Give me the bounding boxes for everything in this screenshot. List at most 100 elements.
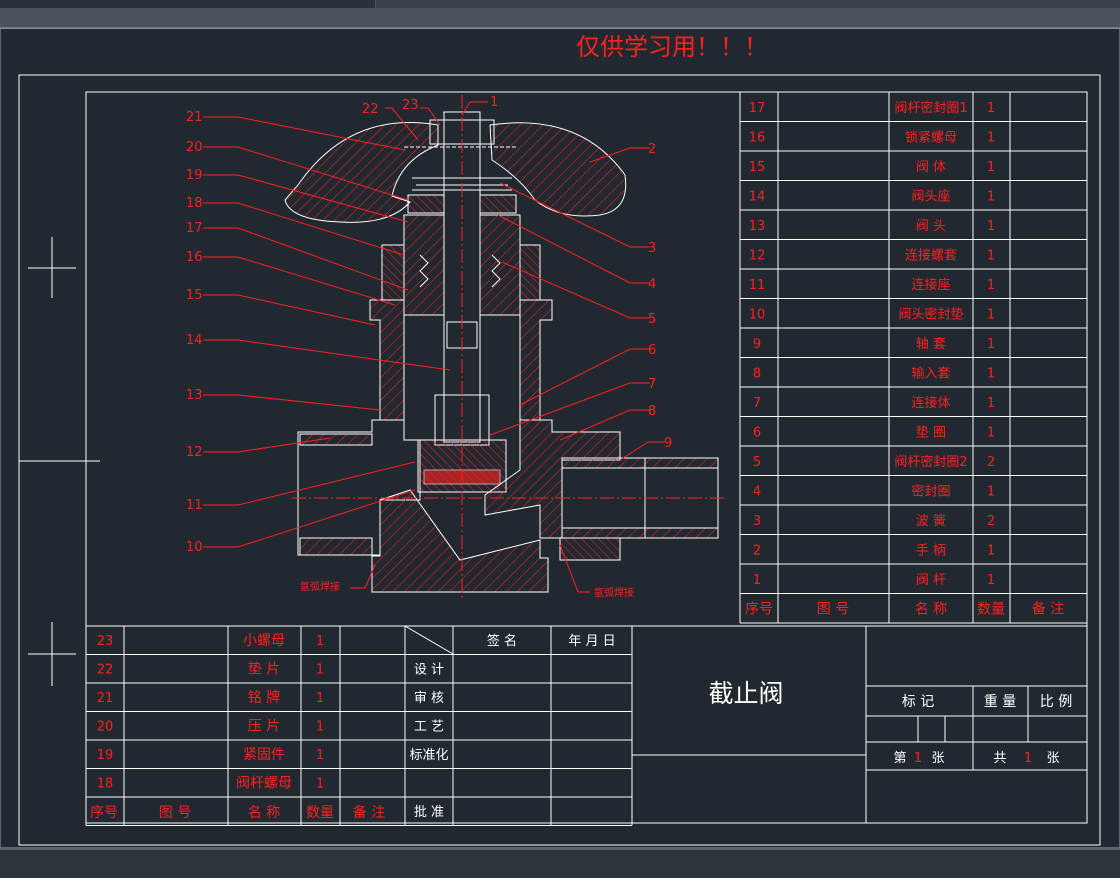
part-quantity: 2: [987, 514, 995, 529]
part-number: 11: [749, 278, 766, 293]
handwheel-right: [489, 122, 627, 217]
total-number: 1: [1024, 751, 1032, 766]
part-number: 18: [97, 777, 114, 792]
part-name: 轴 套: [916, 336, 946, 352]
callout-number: 21: [186, 110, 203, 125]
part-number: 14: [749, 190, 766, 205]
part-quantity: 1: [316, 720, 324, 735]
part-quantity: 1: [316, 634, 324, 649]
part-quantity: 1: [987, 249, 995, 264]
weld-note: 氩弧焊接: [300, 580, 340, 593]
header-no: 序号: [90, 805, 118, 821]
total-unit: 张: [1046, 751, 1059, 766]
header-qty: 数量: [306, 805, 334, 821]
part-quantity: 1: [987, 278, 995, 293]
file-tab[interactable]: [235, 0, 376, 8]
part-number: 4: [753, 485, 761, 500]
callout-number: 19: [186, 168, 203, 183]
sign-row-label: 批 准: [414, 805, 444, 820]
callout-number: 2: [648, 142, 656, 157]
bonnet-left: [403, 214, 445, 316]
part-number: 22: [97, 663, 114, 678]
part-quantity: 1: [316, 748, 324, 763]
valve-section-view: [284, 95, 725, 600]
callout-number: 15: [186, 288, 203, 303]
part-name: 阀 杆: [916, 573, 946, 588]
bonnet-right: [479, 214, 521, 316]
part-number: 20: [97, 720, 114, 735]
part-number: 10: [749, 308, 766, 323]
weld-note: 氩弧焊接: [594, 586, 634, 599]
callout-leaders: [203, 101, 665, 593]
part-quantity: 1: [987, 131, 995, 146]
part-quantity: 2: [987, 455, 995, 470]
part-number: 3: [753, 514, 761, 529]
part-quantity: 1: [987, 544, 995, 559]
mark-label: 标 记: [902, 694, 934, 710]
callout-labels: 21 20 19 18 17 16 15 14 13 12 11 10 22 2…: [186, 95, 672, 599]
header-qty: 数量: [977, 602, 1005, 618]
part-quantity: 1: [316, 691, 324, 706]
part-name: 连接体: [911, 395, 950, 411]
part-number: 13: [749, 219, 766, 234]
part-number: 6: [753, 426, 761, 441]
part-quantity: 1: [987, 337, 995, 352]
drawing-title: 截止阀: [708, 679, 783, 708]
part-number: 7: [753, 396, 761, 411]
header-no: 序号: [745, 602, 773, 618]
signature-block: 签 名年 月 日设 计审 核工 艺标准化批 准: [404, 625, 633, 826]
part-name: 阀杆密封圈2: [894, 454, 967, 470]
sign-row-label: 设 计: [414, 663, 444, 678]
sign-row-label: 工 艺: [414, 720, 444, 735]
callout-number: 18: [186, 196, 203, 211]
total-label: 共: [993, 751, 1006, 766]
part-quantity: 1: [316, 663, 324, 678]
part-quantity: 1: [987, 485, 995, 500]
viewport-frame: [0, 27, 1120, 849]
part-name: 阀 体: [916, 160, 946, 175]
part-quantity: 1: [987, 573, 995, 588]
part-quantity: 1: [987, 308, 995, 323]
callout-number: 11: [186, 498, 203, 513]
status-bar: [0, 849, 1120, 878]
sign-header: 签 名: [487, 633, 517, 649]
scale-label: 比 例: [1040, 694, 1072, 710]
part-number: 17: [749, 101, 766, 116]
part-quantity: 1: [987, 396, 995, 411]
part-quantity: 1: [987, 190, 995, 205]
part-number: 1: [753, 573, 761, 588]
part-name: 密封圈: [911, 484, 950, 500]
callout-number: 14: [186, 333, 203, 348]
app-top-bar: [0, 0, 1120, 8]
part-name: 铭 牌: [248, 689, 280, 706]
handwheel-left: [284, 122, 439, 223]
part-number: 9: [753, 337, 761, 352]
part-number: 21: [97, 691, 114, 706]
watermark-text: 仅供学习用！！！: [576, 33, 768, 61]
part-name: 阀头座: [911, 190, 950, 205]
header-note: 备 注: [353, 804, 385, 821]
part-name: 压 片: [248, 719, 280, 735]
date-header: 年 月 日: [568, 634, 615, 649]
sheet-number: 1: [914, 751, 922, 766]
part-name: 手 柄: [916, 544, 946, 559]
callout-number: 4: [648, 277, 656, 292]
part-name: 垫 圈: [916, 425, 946, 441]
part-quantity: 1: [316, 777, 324, 792]
part-name: 阀杆密封圈1: [894, 100, 967, 116]
part-name: 小螺母: [243, 633, 285, 649]
part-number: 16: [749, 131, 766, 146]
callout-number: 12: [186, 445, 203, 460]
callout-number: 22: [362, 102, 379, 117]
sheet-border-outer: [18, 74, 1101, 846]
callout-number: 16: [186, 250, 203, 265]
part-name: 阀杆螺母: [236, 776, 292, 792]
part-number: 23: [97, 634, 114, 649]
sign-row-label: 标准化: [409, 748, 448, 763]
header-code: 图 号: [817, 602, 849, 618]
part-quantity: 1: [987, 101, 995, 116]
part-number: 2: [753, 544, 761, 559]
